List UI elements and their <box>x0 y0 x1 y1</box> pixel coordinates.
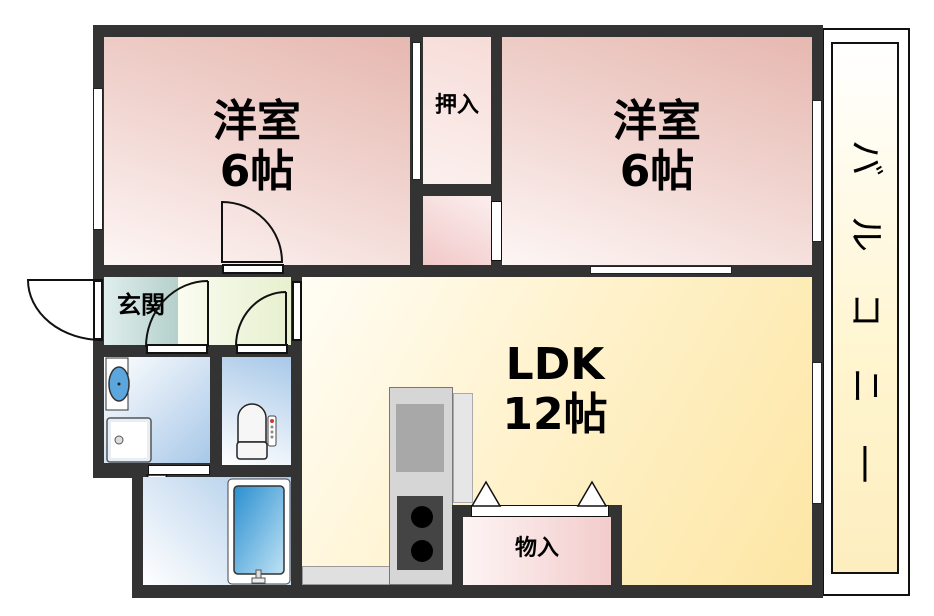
closet-lower <box>423 196 491 265</box>
closet-oshiire <box>423 37 491 184</box>
closet-oshiire-label: 押入 <box>434 93 479 118</box>
door-room1-frame <box>222 264 284 274</box>
entrance-label: 玄関 <box>117 291 165 319</box>
balcony-label: バ ル コ ニ | <box>844 139 886 482</box>
western-room-1-label: 洋室 6帖 <box>213 96 301 197</box>
fridge-space <box>453 393 473 503</box>
kitchen-sink-icon <box>396 404 444 472</box>
door-washroom-icon <box>145 280 209 348</box>
washbasin-icon <box>105 357 130 411</box>
door-ldk-frame <box>292 281 302 341</box>
front-door-frame <box>93 280 103 340</box>
door-washroom-frame <box>146 344 208 354</box>
bathtub-icon <box>227 478 291 585</box>
storage-door-hinge-icon <box>470 480 608 507</box>
door-toilet-icon <box>235 291 287 347</box>
stove-burner-icon <box>411 506 433 528</box>
window-ldk-balcony <box>812 362 822 504</box>
toilet-icon <box>236 403 277 460</box>
window-room2-ldk <box>590 266 732 274</box>
door-room1-icon <box>221 200 284 263</box>
window-west <box>93 88 103 230</box>
storage <box>463 517 611 585</box>
entrance <box>104 277 178 345</box>
door-toilet-frame <box>236 344 288 354</box>
door-bathroom-frame <box>148 465 210 475</box>
storage-door <box>471 505 609 517</box>
western-room-1 <box>104 37 410 265</box>
balcony <box>831 42 899 574</box>
hallway <box>178 277 291 345</box>
closet-door <box>491 201 502 261</box>
ldk-label: LDK 12帖 <box>502 339 608 440</box>
stove-burner-icon <box>411 540 433 562</box>
western-room-2 <box>502 37 812 265</box>
storage-label: 物入 <box>514 536 559 561</box>
kitchen-counter-side <box>302 566 392 585</box>
western-room-2-label: 洋室 6帖 <box>613 96 701 197</box>
window-room2-balcony <box>812 100 822 242</box>
window-room1-closet <box>412 42 421 180</box>
washing-machine-pan-icon <box>106 417 152 463</box>
